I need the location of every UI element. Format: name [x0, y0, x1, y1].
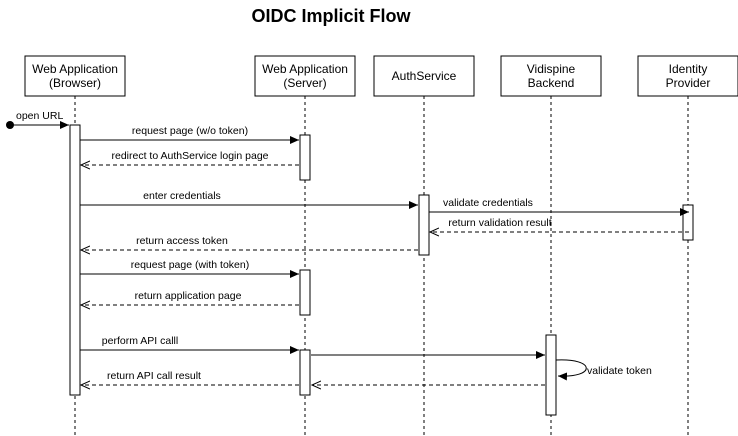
participant-label: Web Application: [32, 62, 118, 76]
message-open-url: open URL: [6, 110, 69, 129]
diagram-title: OIDC Implicit Flow: [251, 6, 411, 26]
participant-browser: Web Application(Browser): [24, 55, 126, 97]
message-5: return access token: [81, 235, 418, 250]
activation-bar-idp: [682, 204, 694, 241]
message-label: return application page: [135, 290, 242, 302]
activation-bar-server: [299, 134, 311, 181]
message-label: redirect to AuthService login page: [111, 150, 268, 162]
participant-box: [373, 55, 475, 97]
message-3: validate credentials: [429, 197, 689, 216]
participant-box: [500, 55, 602, 97]
message-label: return access token: [136, 235, 228, 247]
message-label: return API call result: [107, 370, 201, 382]
message-label: validate token: [587, 365, 652, 377]
message-label: validate credentials: [443, 197, 533, 209]
activation-bar-auth: [418, 194, 430, 256]
message-label: request page (with token): [131, 259, 249, 271]
message-label: open URL: [16, 110, 63, 122]
self-call-arrow: [555, 359, 587, 381]
participant-label: Provider: [666, 76, 711, 90]
message-1: redirect to AuthService login page: [81, 150, 299, 165]
message-0: request page (w/o token): [80, 125, 299, 144]
message-label: enter credentials: [143, 190, 221, 202]
activation-bar-browser: [69, 124, 81, 396]
message-label: perform API calll: [102, 335, 178, 347]
participant-label: (Server): [283, 76, 326, 90]
participant-label: Identity: [669, 62, 708, 76]
message-2: enter credentials: [80, 190, 418, 209]
participant-label: Web Application: [262, 62, 348, 76]
participant-server: Web Application(Server): [254, 55, 356, 97]
activation-bars: [69, 124, 694, 416]
activation-bar-server: [299, 269, 311, 316]
activation-bar-backend: [545, 334, 557, 416]
message-4: return validation result: [430, 217, 689, 232]
message-label: return validation result: [448, 217, 551, 229]
participant-label: AuthService: [392, 69, 457, 83]
message-label: request page (w/o token): [132, 125, 248, 137]
participants: Web Application(Browser)Web Application(…: [24, 55, 738, 97]
message-7: return application page: [81, 290, 299, 305]
message-8: perform API calll: [80, 335, 299, 354]
participant-box: [24, 55, 126, 97]
message-10: validate token: [555, 359, 652, 381]
participant-box: [637, 55, 738, 97]
participant-auth: AuthService: [373, 55, 475, 97]
participant-box: [254, 55, 356, 97]
messages: open URL request page (w/o token) redirect…: [6, 110, 689, 385]
participant-label: Backend: [528, 76, 575, 90]
participant-label: (Browser): [49, 76, 101, 90]
activation-bar-server: [299, 349, 311, 396]
message-12: return API call result: [81, 370, 299, 385]
message-6: request page (with token): [80, 259, 299, 278]
participant-label: Vidispine: [527, 62, 576, 76]
